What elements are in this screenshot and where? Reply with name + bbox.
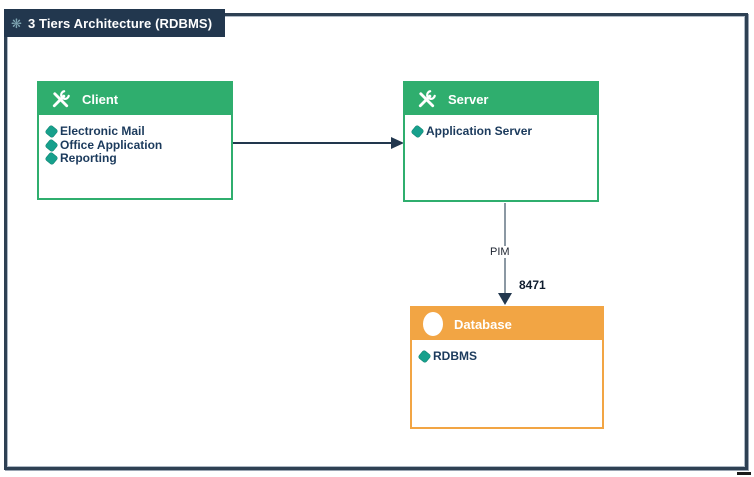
- gem-bullet-icon: [418, 350, 431, 364]
- gem-bullet-icon: [45, 152, 58, 166]
- gem-bullet-icon: [45, 125, 58, 139]
- node-server[interactable]: Server Application Server: [403, 81, 599, 202]
- database-icon: [423, 312, 443, 336]
- node-client[interactable]: Client Electronic Mail Office Applicatio…: [37, 81, 233, 200]
- item-label: Electronic Mail: [60, 124, 145, 138]
- node-server-body: Application Server: [405, 115, 597, 139]
- node-database[interactable]: Database RDBMS: [410, 306, 604, 429]
- edge-label-pim[interactable]: PIM: [489, 246, 511, 258]
- crossed-tools-icon: [418, 89, 436, 107]
- list-item[interactable]: Application Server: [410, 124, 592, 139]
- node-client-header[interactable]: Client: [39, 83, 231, 115]
- item-label: Office Application: [60, 137, 163, 152]
- corner-resize-mark: [737, 472, 751, 475]
- item-label: Application Server: [426, 124, 533, 138]
- gem-bullet-icon: [411, 125, 424, 139]
- list-item[interactable]: RDBMS: [417, 349, 597, 364]
- node-client-body: Electronic Mail Office Application Repor…: [39, 115, 231, 166]
- list-item[interactable]: Electronic Mail: [44, 124, 226, 139]
- snowflake-icon: ❋: [11, 15, 22, 31]
- diagram-title: 3 Tiers Architecture (RDBMS): [28, 15, 213, 31]
- item-label: RDBMS: [433, 349, 477, 363]
- edge-client-to-server[interactable]: [233, 137, 404, 149]
- node-database-label: Database: [454, 316, 512, 332]
- node-client-label: Client: [82, 91, 119, 107]
- node-database-header[interactable]: Database: [412, 308, 602, 340]
- gem-bullet-icon: [45, 138, 58, 152]
- node-server-label: Server: [448, 91, 489, 107]
- edge-end-label-8471[interactable]: 8471: [519, 278, 546, 292]
- item-label: Reporting: [60, 151, 117, 165]
- crossed-tools-icon: [52, 89, 70, 107]
- list-item[interactable]: Office Application: [44, 137, 226, 153]
- node-server-header[interactable]: Server: [405, 83, 597, 115]
- arrowhead-down-icon: [498, 293, 512, 305]
- arrowhead-right-icon: [391, 137, 404, 149]
- diagram-title-bar[interactable]: ❋ 3 Tiers Architecture (RDBMS): [4, 9, 225, 37]
- node-database-body: RDBMS: [412, 340, 602, 364]
- diagram-border-frame: [4, 13, 748, 470]
- list-item[interactable]: Reporting: [44, 151, 226, 166]
